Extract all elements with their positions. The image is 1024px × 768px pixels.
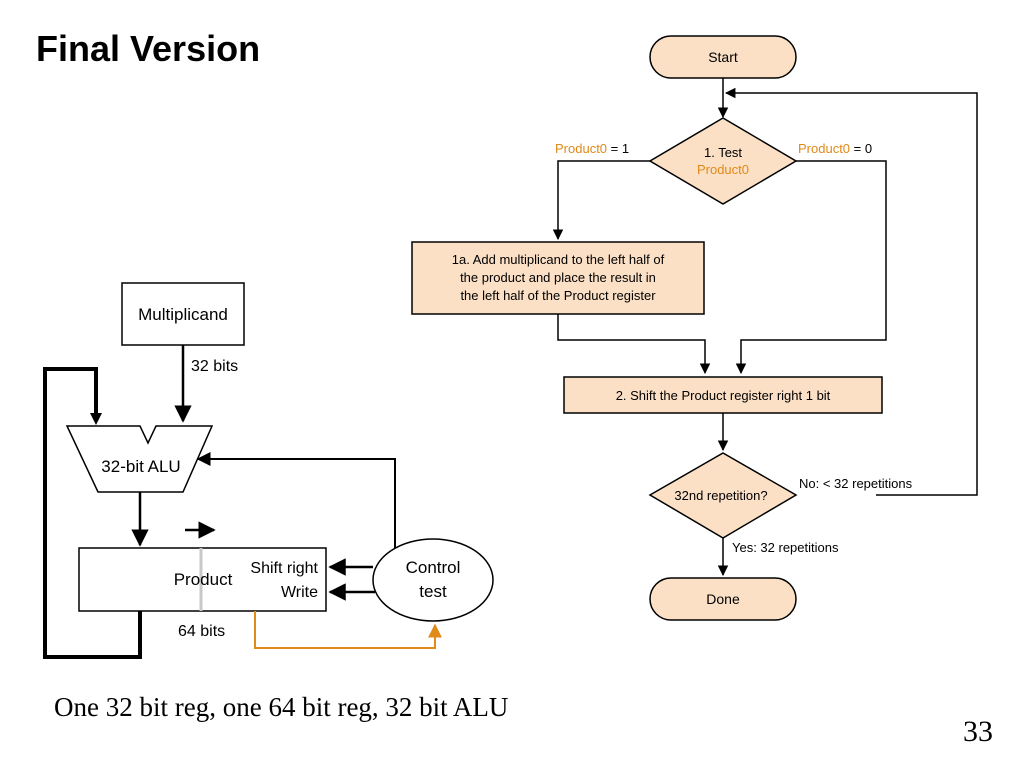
no-branch-label: No: < 32 repetitions	[799, 476, 913, 491]
step-1a-line1: 1a. Add multiplicand to the left half of	[452, 252, 665, 267]
product-lsb-test-wire	[254, 611, 442, 649]
product-label: Product	[174, 570, 233, 589]
control-label-line2: test	[419, 582, 447, 601]
control-test-unit	[372, 538, 494, 622]
bus-width-label: 32 bits	[191, 358, 238, 375]
multiplicand-label: Multiplicand	[138, 305, 228, 324]
alu-label: 32-bit ALU	[101, 457, 180, 476]
repetition-label: 32nd repetition?	[674, 488, 767, 503]
step-2-box	[563, 376, 883, 414]
control-label-line1: Control	[406, 558, 461, 577]
branch-right-arrow	[735, 160, 887, 375]
feedback-loop-wire	[43, 367, 142, 659]
test-label-line1: 1. Test	[704, 145, 742, 160]
step-2-label: 2. Shift the Product register right 1 bi…	[616, 388, 831, 403]
product-width-label: 64 bits	[178, 623, 225, 640]
step-1a-line3: the left half of the Product register	[460, 288, 656, 303]
alu-shape	[65, 425, 214, 493]
branch-left-label: Product0 = 1	[555, 141, 629, 156]
datapath-diagram: Multiplicand 32 bits 32-bit ALU Product …	[43, 282, 494, 659]
write-label: Write	[281, 584, 318, 601]
step-1a-line2: the product and place the result in	[460, 270, 656, 285]
page-number: 33	[963, 715, 993, 748]
yes-branch-label: Yes: 32 repetitions	[732, 540, 839, 555]
feedback-arrowhead	[90, 413, 102, 425]
test-decision	[648, 117, 798, 205]
alu-control-wire	[196, 452, 396, 548]
loop-back-arrow	[724, 87, 978, 496]
step-1a-box	[411, 241, 705, 315]
done-terminal	[649, 577, 797, 621]
test-label-line2: Product0	[697, 162, 749, 177]
flowchart-diagram: Start 1. Test Product0 Product0 = 1 Prod…	[411, 35, 978, 621]
multiplicand-register	[121, 282, 245, 346]
branch-left-arrow	[552, 160, 650, 241]
slide-title: Final Version	[36, 28, 261, 69]
done-label: Done	[706, 591, 740, 607]
step-1a-to-step-2-arrow	[557, 314, 711, 375]
slide-caption: One 32 bit reg, one 64 bit reg, 32 bit A…	[54, 692, 509, 722]
branch-right-label: Product0 = 0	[798, 141, 872, 156]
shift-right-label: Shift right	[250, 560, 318, 577]
start-label: Start	[708, 49, 738, 65]
